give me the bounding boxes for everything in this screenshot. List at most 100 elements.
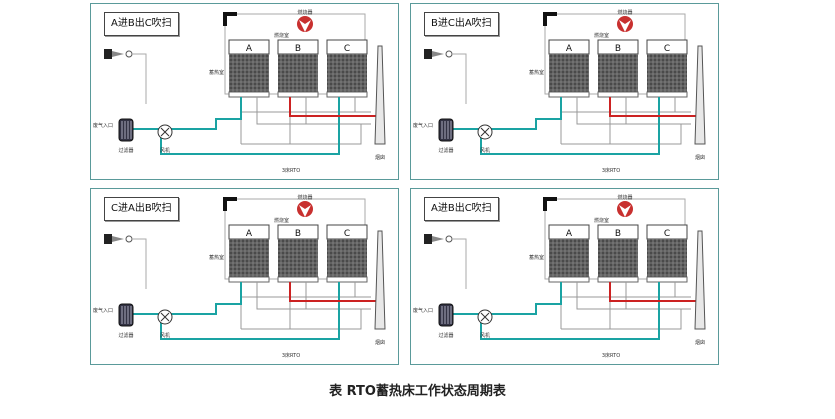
regenerator-bed-c (327, 239, 367, 277)
panel-3: 燃烧器 燃烧室 A B C 蓄热室 烟囱 (90, 188, 399, 365)
chamber-b-label: B (615, 44, 621, 54)
chamber-b-label: B (615, 229, 621, 239)
rto-label: 3床RTO (602, 352, 620, 359)
chamber-c-label: C (344, 229, 350, 239)
combustion-chamber-label: 燃烧室 (274, 32, 289, 39)
purge-line (160, 97, 340, 155)
duct-network (240, 97, 371, 145)
rto-label: 3床RTO (602, 167, 620, 174)
fan-icon (477, 309, 493, 325)
fan-label: 风机 (160, 147, 170, 154)
regenerator-bed-b (278, 54, 318, 92)
regenerator-label: 蓄热室 (209, 254, 224, 261)
fan-icon (477, 124, 493, 140)
chimney-label: 烟囱 (375, 339, 385, 346)
regenerator-bed-a (549, 239, 589, 277)
chimney-icon (374, 230, 386, 330)
filter-icon (438, 118, 454, 142)
chamber-b-label: B (295, 44, 301, 54)
fan-label: 风机 (480, 332, 490, 339)
purge-line (480, 282, 660, 340)
filter-label: 过滤器 (118, 332, 133, 339)
outlet-line (609, 97, 701, 117)
outlet-line (609, 282, 701, 302)
figure-caption: 表 RTO蓄热床工作状态周期表 (329, 384, 506, 399)
chamber-c-label: C (344, 44, 350, 54)
mode-label: C进A出B吹扫 (104, 197, 179, 221)
inlet-label: 废气入口 (93, 307, 113, 314)
inlet-line (441, 282, 562, 315)
inlet-line (441, 97, 562, 130)
rto-label: 3床RTO (282, 167, 300, 174)
combustion-chamber-label: 燃烧室 (594, 32, 609, 39)
filter-icon (118, 118, 134, 142)
burner-label: 燃烧器 (617, 194, 632, 201)
regenerator-bed-b (278, 239, 318, 277)
corner-mark (543, 12, 557, 26)
rto-label: 3床RTO (282, 352, 300, 359)
filter-icon (438, 303, 454, 327)
mode-label: B进C出A吹扫 (424, 12, 499, 36)
purge-line (480, 97, 660, 155)
inlet-label: 废气入口 (413, 122, 433, 129)
duct-network (240, 282, 371, 330)
regenerator-label: 蓄热室 (529, 254, 544, 261)
corner-mark (543, 197, 557, 211)
regenerator-bed-b (598, 54, 638, 92)
chamber-a-label: A (566, 229, 573, 239)
chamber-a-label: A (246, 44, 253, 54)
burner-label: 燃烧器 (297, 9, 312, 16)
duct-network (560, 282, 691, 330)
regenerator-bed-c (327, 54, 367, 92)
chimney-icon (694, 45, 706, 145)
valve-icon (424, 234, 467, 289)
chamber-c-label: C (664, 44, 670, 54)
burner-label: 燃烧器 (617, 9, 632, 16)
chimney-label: 烟囱 (375, 154, 385, 161)
filter-label: 过滤器 (118, 147, 133, 154)
purge-line (160, 282, 340, 340)
regenerator-bed-b (598, 239, 638, 277)
chimney-icon (374, 45, 386, 145)
regenerator-bed-a (229, 239, 269, 277)
chamber-a-label: A (246, 229, 253, 239)
panel-4: 燃烧器 燃烧室 A B C 蓄热室 烟囱 (410, 188, 719, 365)
combustion-chamber-label: 燃烧室 (274, 217, 289, 224)
chimney-label: 烟囱 (695, 339, 705, 346)
panel-2: 燃烧器 燃烧室 A B C 蓄热室 烟囱 (410, 3, 719, 180)
chamber-b-label: B (295, 229, 301, 239)
filter-label: 过滤器 (438, 332, 453, 339)
combustion-chamber-label: 燃烧室 (594, 217, 609, 224)
fan-label: 风机 (480, 147, 490, 154)
burner-icon (297, 16, 313, 32)
mode-label: A进B出C吹扫 (104, 12, 179, 36)
outlet-line (289, 97, 381, 117)
filter-label: 过滤器 (438, 147, 453, 154)
inlet-line (121, 97, 242, 130)
chamber-c-label: C (664, 229, 670, 239)
burner-icon (297, 201, 313, 217)
regenerator-bed-c (647, 54, 687, 92)
duct-network (560, 97, 691, 145)
regenerator-label: 蓄热室 (529, 69, 544, 76)
fan-icon (157, 309, 173, 325)
regenerator-bed-a (229, 54, 269, 92)
valve-icon (104, 234, 147, 289)
corner-mark (223, 12, 237, 26)
regenerator-label: 蓄热室 (209, 69, 224, 76)
chimney-icon (694, 230, 706, 330)
regenerator-bed-a (549, 54, 589, 92)
burner-icon (617, 201, 633, 217)
inlet-label: 废气入口 (413, 307, 433, 314)
valve-icon (424, 49, 467, 104)
inlet-line (121, 282, 242, 315)
corner-mark (223, 197, 237, 211)
burner-label: 燃烧器 (297, 194, 312, 201)
fan-icon (157, 124, 173, 140)
outlet-line (289, 282, 381, 302)
valve-icon (104, 49, 147, 104)
chamber-a-label: A (566, 44, 573, 54)
panel-1: 燃烧器 燃烧室 A B C 蓄热室 烟囱 (90, 3, 399, 180)
mode-label: A进B出C吹扫 (424, 197, 499, 221)
fan-label: 风机 (160, 332, 170, 339)
